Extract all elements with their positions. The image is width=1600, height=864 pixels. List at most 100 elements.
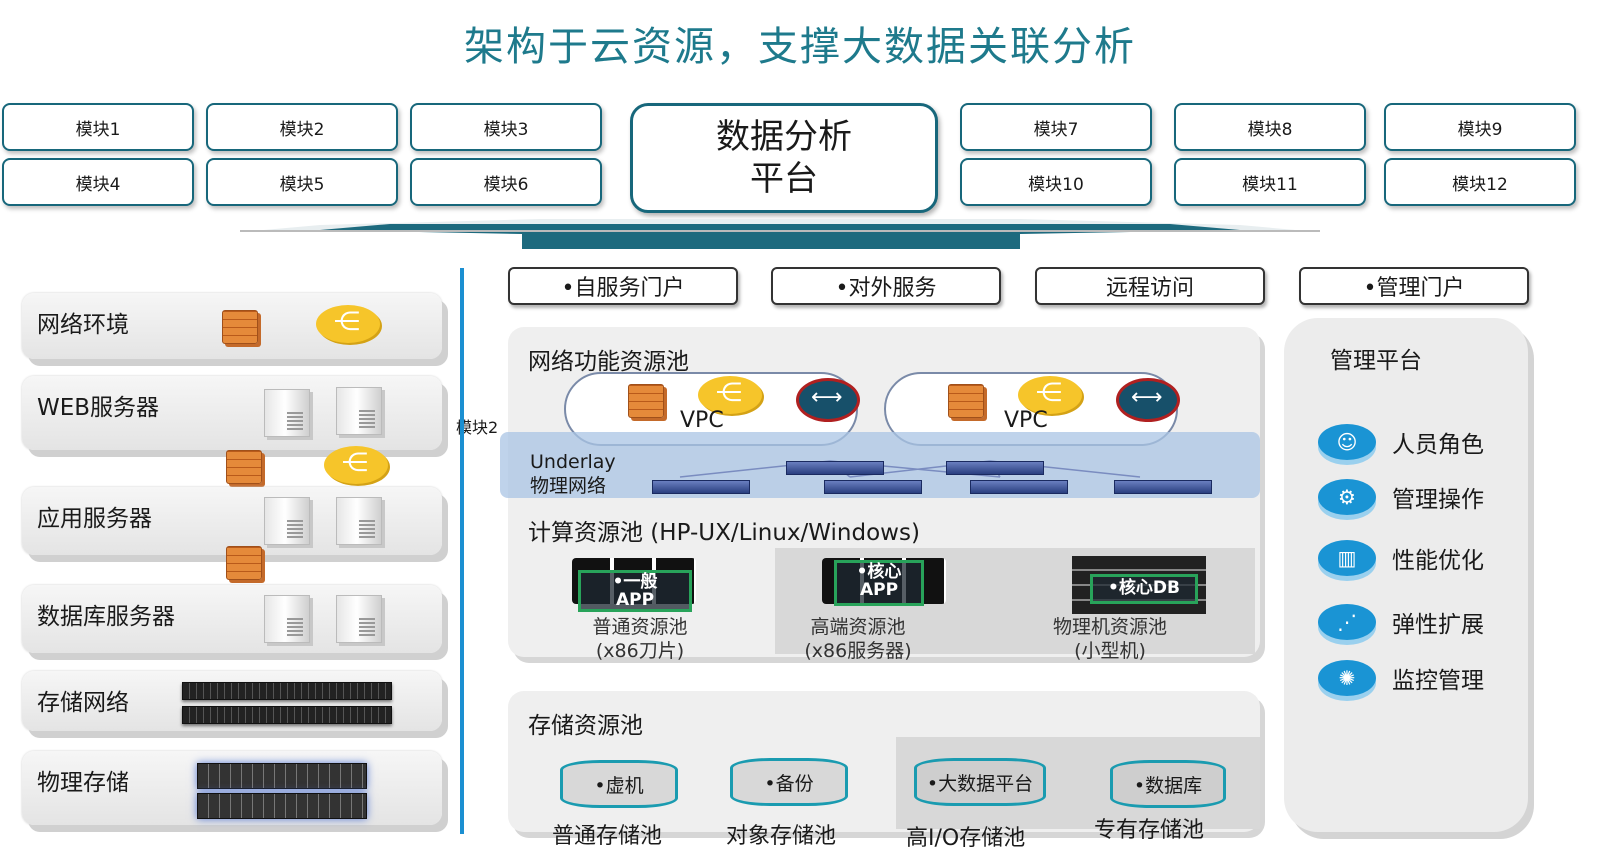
tag-line: APP	[859, 580, 899, 600]
module-box[interactable]: 模块6	[410, 158, 602, 206]
core-db-tag: •核心DB	[1090, 574, 1198, 604]
firewall-icon	[948, 384, 984, 418]
highend-pool-caption: 高端资源池 (x86服务器)	[758, 615, 958, 663]
switch-hub-icon	[324, 446, 388, 484]
switch-icon	[786, 461, 884, 475]
panel-web-server: WEB服务器	[22, 376, 442, 450]
module-box[interactable]: 模块1	[2, 103, 194, 151]
side-label: 模块2	[456, 418, 499, 437]
switch-icon	[970, 480, 1068, 494]
tag-line: •核心	[856, 562, 902, 582]
mgmt-item-monitoring[interactable]: ✺ 监控管理	[1318, 660, 1484, 696]
panel-label: 存储网络	[37, 690, 129, 716]
general-app-tag: •一般 APP	[578, 570, 692, 612]
switch-hub-icon	[1018, 376, 1082, 414]
vpc-label: VPC	[1004, 408, 1048, 433]
storage-tag-database: •数据库	[1110, 760, 1226, 808]
tab-management-portal[interactable]: •管理门户	[1299, 267, 1529, 305]
chart-icon: ▥	[1318, 540, 1376, 576]
underlay-label: Underlay 物理网络	[530, 450, 616, 498]
panel-label: WEB服务器	[37, 395, 160, 421]
pool-name: 物理机资源池	[1052, 616, 1167, 638]
storage-name: 对象存储池	[726, 824, 837, 849]
storage-tag-vm: •虚机	[560, 760, 678, 808]
tag-line: APP	[615, 590, 655, 610]
storage-name: 普通存储池	[552, 824, 663, 849]
server-icon	[336, 497, 382, 545]
san-switch-icon	[182, 706, 392, 724]
server-icon	[264, 389, 310, 437]
pool-name: 高端资源池	[810, 616, 906, 638]
management-platform	[1284, 318, 1528, 832]
switch-hub-icon	[316, 305, 380, 343]
module-box[interactable]: 模块12	[1384, 158, 1576, 206]
core-app-tag: •核心 APP	[834, 560, 924, 606]
gear-icon: ⚙	[1318, 479, 1376, 515]
firewall-icon	[222, 310, 258, 344]
storage-pool-label: 存储资源池	[528, 713, 643, 739]
center-title-line1: 数据分析	[716, 117, 852, 157]
switch-icon	[652, 480, 750, 494]
switch-icon	[1114, 480, 1212, 494]
underlay-label-2: 物理网络	[530, 475, 607, 497]
firewall-icon	[226, 546, 262, 580]
panel-physical-storage: 物理存储	[22, 751, 442, 825]
network-globe-icon: ✺	[1318, 660, 1376, 696]
general-pool-caption: 普通资源池 (x86刀片)	[540, 615, 740, 663]
pool-name: 普通资源池	[592, 616, 688, 638]
module-box[interactable]: 模块4	[2, 158, 194, 206]
switch-hub-icon	[698, 376, 762, 414]
switch-icon	[946, 461, 1044, 475]
module-box[interactable]: 模块3	[410, 103, 602, 151]
tag-line: •一般	[612, 572, 658, 592]
panel-app-server: 应用服务器	[22, 487, 442, 555]
mgmt-item-performance[interactable]: ▥ 性能优化	[1318, 540, 1484, 576]
storage-name: 专有存储池	[1094, 818, 1205, 843]
tab-self-service-portal[interactable]: •自服务门户	[508, 267, 738, 305]
module-box[interactable]: 模块2	[206, 103, 398, 151]
storage-array-icon	[197, 793, 367, 819]
switch-icon	[824, 480, 922, 494]
storage-tag-bigdata: •大数据平台	[914, 758, 1046, 806]
panel-label: 数据库服务器	[37, 604, 175, 630]
panel-db-server: 数据库服务器	[22, 585, 442, 653]
server-icon	[336, 387, 382, 435]
people-icon: ☺	[1318, 424, 1376, 460]
storage-name: 高I/O存储池	[906, 826, 1026, 851]
mgmt-item-label: 弹性扩展	[1392, 612, 1484, 638]
physical-pool-caption: 物理机资源池 (小型机)	[1010, 615, 1210, 663]
pool-desc: (小型机)	[1074, 640, 1146, 662]
module-box[interactable]: 模块10	[960, 158, 1152, 206]
mgmt-item-roles[interactable]: ☺ 人员角色	[1318, 424, 1484, 460]
mgmt-item-operations[interactable]: ⚙ 管理操作	[1318, 479, 1484, 515]
firewall-icon	[628, 384, 664, 418]
server-icon	[336, 595, 382, 643]
panel-storage-network: 存储网络	[22, 671, 442, 731]
pool-desc: (x86服务器)	[804, 640, 912, 662]
mgmt-item-scaling[interactable]: ⋰ 弹性扩展	[1318, 604, 1484, 640]
panel-network-env: 网络环境	[22, 293, 442, 359]
mgmt-item-label: 人员角色	[1392, 432, 1484, 458]
network-pool-label: 网络功能资源池	[528, 349, 689, 375]
module-box[interactable]: 模块7	[960, 103, 1152, 151]
san-switch-icon	[182, 682, 392, 700]
router-icon	[1116, 378, 1180, 422]
storage-tag-backup: •备份	[730, 758, 848, 806]
vpc-label: VPC	[680, 408, 724, 433]
mgmt-item-label: 性能优化	[1392, 548, 1484, 574]
firewall-icon	[226, 450, 262, 484]
router-icon	[796, 378, 860, 422]
module-box[interactable]: 模块11	[1174, 158, 1366, 206]
module-box[interactable]: 模块9	[1384, 103, 1576, 151]
panel-label: 应用服务器	[37, 506, 152, 532]
tab-external-service[interactable]: •对外服务	[771, 267, 1001, 305]
module-box[interactable]: 模块5	[206, 158, 398, 206]
page-title: 架构于云资源，支撑大数据关联分析	[464, 24, 1136, 70]
data-analysis-platform[interactable]: 数据分析 平台	[630, 103, 938, 213]
mgmt-item-label: 管理操作	[1392, 487, 1484, 513]
module-box[interactable]: 模块8	[1174, 103, 1366, 151]
pool-desc: (x86刀片)	[595, 640, 685, 662]
panel-label: 物理存储	[37, 770, 129, 796]
underlay-label-1: Underlay	[530, 451, 616, 473]
tab-remote-access[interactable]: 远程访问	[1035, 267, 1265, 305]
